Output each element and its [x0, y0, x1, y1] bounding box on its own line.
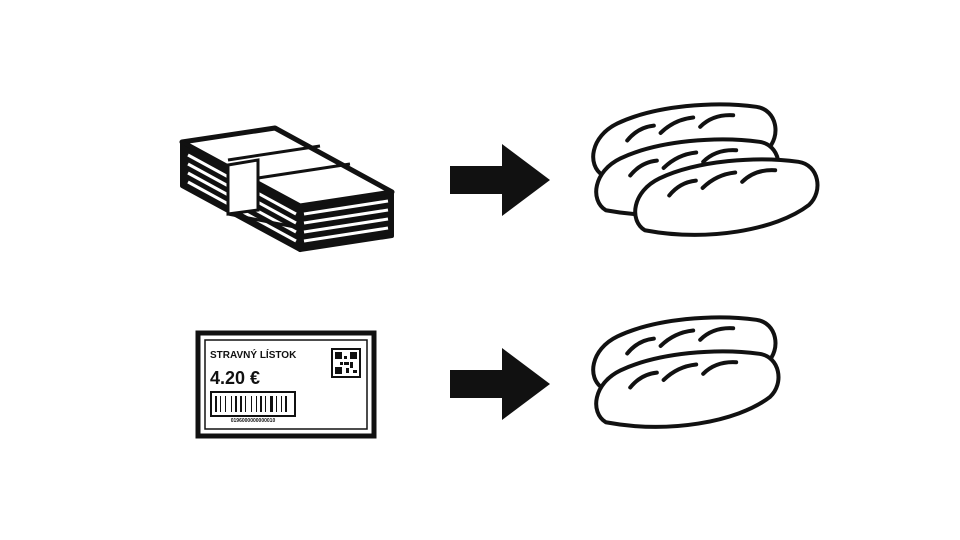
barcode-bar: [231, 396, 232, 412]
barcode-number: 0196000000000010: [231, 418, 276, 424]
barcode-bar: [240, 396, 242, 412]
barcode-bar: [265, 396, 266, 412]
three-baguettes-icon: [586, 95, 824, 245]
right-arrow-icon: [450, 144, 550, 216]
barcode-bar: [251, 396, 252, 412]
barcode-bar: [245, 396, 246, 412]
stack-of-banknotes-icon: [179, 125, 395, 252]
barcode-icon: 0196000000000010: [210, 391, 296, 424]
voucher-value: 4.20 €: [210, 368, 260, 388]
barcode-bar: [225, 396, 226, 412]
barcode-bar: [285, 396, 287, 412]
meal-voucher-ticket-icon: STRAVNÝ LÍSTOK 4.20 € 0196000000000010: [195, 330, 377, 439]
barcode-bar: [215, 396, 217, 412]
barcode-bar: [276, 396, 277, 412]
barcode-bar: [281, 396, 282, 412]
voucher-title: STRAVNÝ LÍSTOK: [210, 348, 297, 361]
qr-code-icon: [331, 348, 361, 378]
barcode-bar: [220, 396, 221, 412]
barcode-bar: [260, 396, 262, 412]
right-arrow-icon: [450, 348, 550, 420]
barcode-bar: [270, 396, 273, 412]
barcode-bar: [256, 396, 257, 412]
barcode-bar: [235, 396, 237, 412]
two-baguettes-icon: [586, 308, 785, 437]
